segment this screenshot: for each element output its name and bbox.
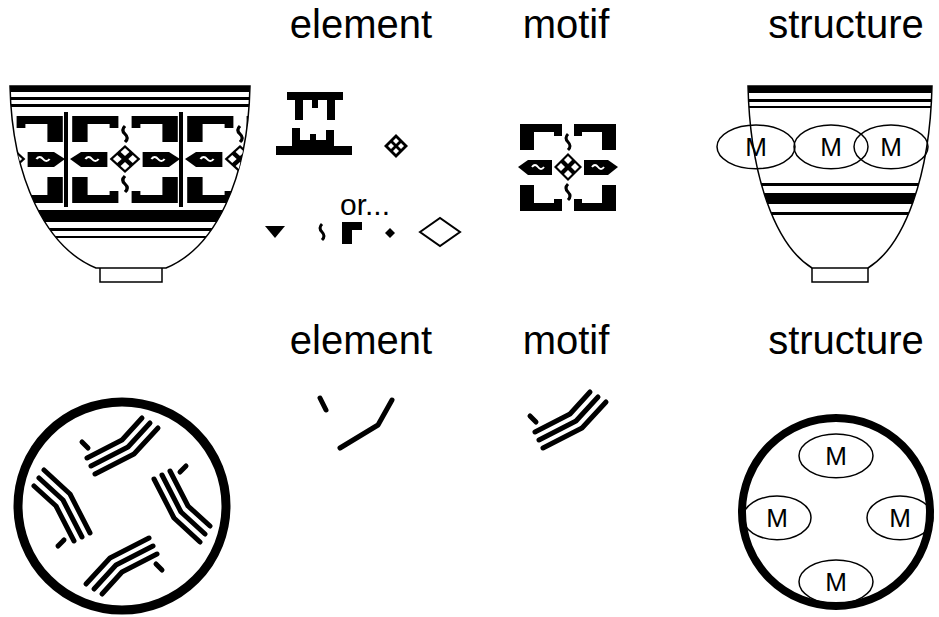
motif-zone: M: [742, 495, 812, 541]
illustration-part: [0, 116, 65, 203]
column-heading: element: [290, 320, 432, 360]
illustration-part: [398, 143, 404, 149]
motif-mark: M: [820, 134, 842, 160]
illustration-part: [742, 418, 930, 606]
design-elements: [320, 398, 392, 448]
zone-outline: [799, 434, 873, 478]
illustration-part: [70, 116, 180, 203]
structure-bowl: [740, 84, 939, 282]
illustration-part: [740, 183, 939, 186]
column-heading: structure: [768, 4, 924, 44]
illustration-part: [100, 268, 162, 282]
illustration-part: [740, 212, 939, 215]
motif-mark: M: [825, 569, 847, 595]
illustration-part: [34, 470, 90, 546]
illustration-part: [0, 228, 260, 231]
motif-mark: M: [880, 134, 902, 160]
motif-zone: M: [716, 124, 796, 170]
motif-mark: M: [825, 443, 847, 469]
motif-zone: M: [798, 559, 874, 605]
illustration-part: [748, 86, 932, 268]
zone-outline: [854, 125, 928, 169]
illustration-part: [740, 84, 939, 93]
illustration-part: [384, 134, 408, 158]
illustration-part: [287, 92, 343, 120]
zone-outline: [743, 496, 811, 540]
illustration-part: [64, 112, 68, 207]
illustration-part: [740, 84, 939, 215]
illustration-part: [388, 143, 394, 149]
illustration-part: [0, 210, 260, 222]
illustration-part: [740, 106, 939, 108]
illustration-part: [0, 236, 260, 238]
illustration-part: [185, 116, 295, 203]
motif-mark: M: [766, 505, 788, 531]
illustration-part: [0, 97, 260, 100]
illustration-part: [0, 84, 295, 238]
illustration-part: [0, 84, 260, 92]
motif-mark: M: [889, 505, 911, 531]
illustration-part: [82, 418, 158, 474]
illustration-part: [320, 398, 326, 410]
motif-zone: M: [853, 124, 929, 170]
zone-outline: [867, 496, 933, 540]
illustration-part: [86, 538, 162, 594]
zone-outline: [717, 125, 795, 169]
illustration-part: [740, 99, 939, 102]
illustration-part: [530, 392, 606, 448]
illustration-part: [265, 226, 285, 238]
zone-outline: [799, 560, 873, 604]
stroke-motif: [530, 392, 606, 448]
illustration-part: [10, 86, 250, 268]
illustration-part: [518, 124, 618, 211]
decorated-bowl: [0, 84, 295, 282]
illustration-part: [340, 400, 392, 448]
illustration-part: [0, 104, 260, 107]
illustration-part: [179, 112, 183, 207]
column-heading: element: [290, 4, 432, 44]
structure-plate: [742, 418, 930, 606]
motif-zone: M: [866, 495, 934, 541]
illustration-part: [18, 402, 226, 610]
illustration-part: [740, 193, 939, 204]
column-heading: motif: [523, 4, 610, 44]
illustration-part: [320, 224, 324, 240]
decorated-plate: [18, 402, 226, 610]
illustration-part: [420, 218, 460, 246]
column-heading: structure: [768, 320, 924, 360]
illustration-part: [393, 138, 399, 144]
zone-outline: [794, 125, 868, 169]
motif-zone: M: [793, 124, 869, 170]
illustration-part: [393, 148, 399, 154]
illustration-part: [276, 128, 352, 155]
illustration-part: [812, 268, 868, 282]
fret-motif: [518, 124, 618, 211]
motif-zone: M: [798, 433, 874, 479]
design-elements: [265, 92, 460, 246]
illustration-part: [154, 466, 210, 542]
illustration-part: [342, 222, 362, 244]
column-heading: motif: [523, 320, 610, 360]
alternative-note: or...: [340, 190, 390, 220]
motif-mark: M: [745, 134, 767, 160]
illustration-part: [385, 228, 395, 238]
